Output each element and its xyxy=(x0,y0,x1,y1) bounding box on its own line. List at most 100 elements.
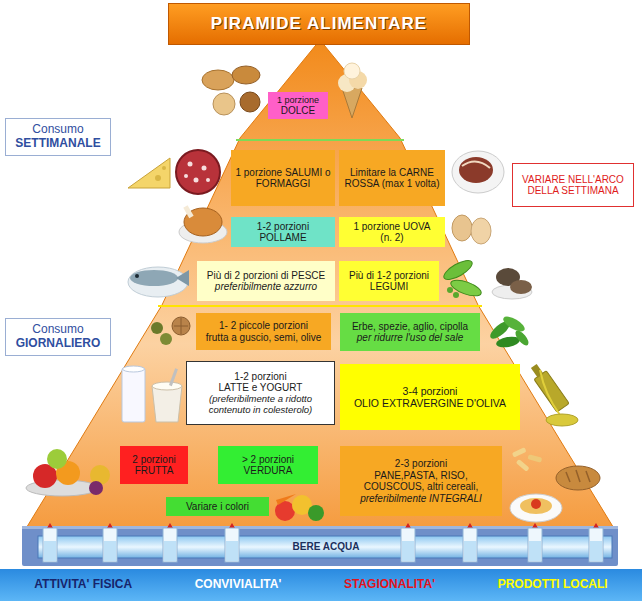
ice-cream-picture xyxy=(344,63,360,79)
box-text: preferibilmente INTEGRALI xyxy=(360,493,482,505)
frequency-label: ConsumoGIORNALIERO xyxy=(5,318,111,356)
water-glass xyxy=(44,541,56,561)
pasta-picture xyxy=(527,454,542,462)
water-band: BERE ACQUA xyxy=(40,535,612,559)
olive-oil-picture xyxy=(534,371,569,412)
water-glass xyxy=(164,541,176,561)
water-glass xyxy=(529,541,541,561)
salami-picture xyxy=(184,174,188,178)
water-glass xyxy=(590,541,602,561)
pasta-picture xyxy=(510,447,562,522)
box-heading: VARIARE NELL'ARCO DELLA SETTIMANA xyxy=(516,174,630,197)
portion-box: Erbe, spezie, aglio, cipollaper ridurre … xyxy=(340,313,480,351)
fish-picture xyxy=(128,267,188,297)
cheese-picture xyxy=(128,158,170,188)
box-heading: Variare i colori xyxy=(186,501,249,513)
fish-picture xyxy=(135,274,139,278)
separator-line xyxy=(158,305,482,307)
water-glass xyxy=(225,528,239,562)
pasta-picture xyxy=(520,498,552,514)
box-text: PANE,PASTA, RISO, COUSCOUS, altri cereal… xyxy=(343,470,499,493)
bread-picture xyxy=(556,466,600,490)
portion-box: 1- 2 piccole porzionifrutta a guscio, se… xyxy=(196,313,331,350)
salami-picture xyxy=(206,178,210,182)
dessert-box: 1 porzioneDOLCE xyxy=(268,92,328,119)
pastry-picture xyxy=(213,93,235,115)
box-text: PRODOTTI LOCALI xyxy=(498,578,608,592)
portion-box: 3-4 porzioniOLIO EXTRAVERGINE D'OLIVA xyxy=(340,364,520,430)
lifestyle-bar: ATTIVITA' FISICACONVIVIALITA'STAGIONALIT… xyxy=(0,569,642,601)
box-text: CONVIVIALITA' xyxy=(195,578,282,592)
water-glass xyxy=(463,528,477,562)
vegetables-picture xyxy=(275,494,324,521)
water-glass xyxy=(405,523,411,528)
portion-box: 1-2 porzioniLATTE e YOGURT(preferibilmen… xyxy=(186,361,335,425)
nuts-olives-picture xyxy=(160,333,172,345)
salami-picture xyxy=(202,166,207,171)
chicken-picture xyxy=(183,205,193,218)
box-heading: Più di 2 porzioni di PESCE xyxy=(207,270,325,282)
water-glass xyxy=(47,523,53,528)
water-glass xyxy=(593,523,599,528)
water-glass xyxy=(43,528,57,562)
bread-picture xyxy=(566,470,590,482)
peas-picture xyxy=(441,257,475,283)
nuts-olives-picture xyxy=(174,318,188,334)
box-text: FRUTTA xyxy=(135,465,174,477)
water-glass xyxy=(103,528,117,562)
portion-box: 1 porzione SALUMI o FORMAGGI xyxy=(231,150,335,206)
eggs-picture xyxy=(452,215,472,241)
box-heading: Limitare la CARNE ROSSA (max 1 volta) xyxy=(342,167,442,190)
box-heading: 1-2 porzioni xyxy=(257,221,309,233)
portion-box: Più di 1-2 porzioniLEGUMI xyxy=(339,261,439,301)
water-glass xyxy=(43,523,603,562)
ice-cream-picture xyxy=(342,88,362,118)
box-heading: BERE ACQUA xyxy=(293,541,360,553)
eggs-picture xyxy=(452,215,491,244)
box-heading: 1- 2 piccole porzioni xyxy=(219,320,308,332)
portion-box: > 2 porzioniVERDURA xyxy=(218,446,318,484)
box-heading: 1 porzione UOVA xyxy=(353,221,430,233)
vegetables-picture xyxy=(276,494,296,505)
water-glass xyxy=(528,528,542,562)
box-heading: 1 porzione xyxy=(277,95,319,105)
box-heading: 2 porzioni xyxy=(132,454,175,466)
pasta-picture xyxy=(512,447,527,457)
steak-picture xyxy=(452,151,504,193)
eggs-picture xyxy=(471,218,491,244)
box-text: frutta a guscio, semi, olive xyxy=(206,332,322,344)
box-text: (n. 2) xyxy=(380,232,403,244)
box-text: LEGUMI xyxy=(370,281,408,293)
chicken-picture xyxy=(179,205,227,243)
water-glass xyxy=(589,528,603,562)
pyramid-shape xyxy=(25,40,615,530)
herbs-picture xyxy=(513,329,531,348)
olive-oil-picture xyxy=(546,414,578,426)
water-glass xyxy=(464,541,476,561)
pastry-picture xyxy=(202,66,260,115)
portion-box: Più di 2 porzioni di PESCEpreferibilment… xyxy=(197,261,335,301)
pastry-picture xyxy=(202,70,234,90)
box-heading: 1 porzione SALUMI o FORMAGGI xyxy=(234,167,332,190)
nuts-olives-picture xyxy=(151,317,190,345)
milk-glass-picture xyxy=(122,366,145,422)
yogurt-picture xyxy=(152,368,182,422)
nuts-olives-picture xyxy=(172,317,190,335)
box-text: SETTIMANALE xyxy=(15,137,100,151)
olive-oil-picture xyxy=(540,370,560,415)
cheese-picture xyxy=(128,158,170,188)
milk-glass-picture xyxy=(122,368,145,422)
frequency-label: ConsumoSETTIMANALE xyxy=(5,118,111,156)
water-glass xyxy=(167,523,173,528)
salami-picture xyxy=(188,162,193,167)
water-glass xyxy=(163,528,177,562)
peas-picture xyxy=(453,292,459,298)
salami-picture xyxy=(194,178,199,183)
water-glass xyxy=(532,523,538,528)
box-heading: Consumo xyxy=(32,123,83,137)
box-heading: Erbe, spezie, aglio, cipolla xyxy=(352,321,468,333)
pasta-picture xyxy=(531,499,541,509)
yogurt-picture xyxy=(152,382,182,390)
box-text: preferibilmente azzurro xyxy=(215,281,317,293)
